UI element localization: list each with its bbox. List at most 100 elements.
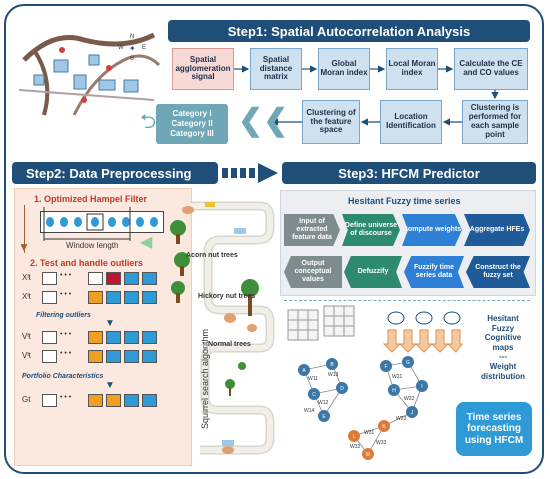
compass-w: W <box>118 45 124 51</box>
hf-construct: Construct the fuzzy set <box>466 256 530 288</box>
svg-text:A: A <box>302 368 306 374</box>
row-x1: Xᴵt • • • <box>22 271 182 287</box>
step2-banner: Step2: Data Preprocessing <box>12 162 218 184</box>
hfcm-label: Hesitant Fuzzy Cognitive maps --- Weight… <box>481 314 525 381</box>
step2-title: Step2: Data Preprocessing <box>26 165 192 181</box>
svg-text:E: E <box>322 414 326 420</box>
svg-text:W12: W12 <box>318 400 329 406</box>
hf-fuzzify: Fuzzify time series data <box>404 256 464 288</box>
hf-aggregate: Aggregate HFEs <box>464 214 530 246</box>
cell <box>142 272 157 285</box>
svg-text:W23: W23 <box>396 416 407 422</box>
svg-text:I: I <box>421 384 422 390</box>
ellipsis: • • • <box>60 272 72 279</box>
category-1: Category I <box>172 109 212 118</box>
filtering-outliers-label: Filtering outliers <box>36 312 91 319</box>
cell <box>124 350 139 363</box>
svg-text:K: K <box>382 424 386 430</box>
hf-title: Hesitant Fuzzy time series <box>348 196 461 206</box>
cell <box>142 350 157 363</box>
compass-s: S <box>130 56 135 62</box>
compass-star-icon: ✦ <box>129 44 136 53</box>
step1-box-ce-co: Calculate the CE and CO values <box>454 48 528 90</box>
outliers-title: 2. Test and handle outliers <box>30 258 143 268</box>
svg-text:D: D <box>340 386 344 392</box>
cell <box>106 350 121 363</box>
step1-box-local-moran: Local Moran index <box>386 48 438 90</box>
cell <box>88 291 103 304</box>
down-arrow-icon: ▼ <box>18 240 30 254</box>
window-bracket <box>24 205 131 253</box>
row-x2: Xᴵt • • • <box>22 290 182 306</box>
svg-text:W22: W22 <box>404 396 415 402</box>
hf-output: Output conceptual values <box>284 256 342 288</box>
svg-text:F: F <box>384 364 387 370</box>
cell <box>124 394 139 407</box>
ellipsis: • • • <box>60 291 72 298</box>
forecast-badge: Time series forecasting using HFCM <box>456 402 532 456</box>
cell <box>142 291 157 304</box>
cell <box>88 350 103 363</box>
row-v1: Vᴵt • • • <box>22 330 182 346</box>
step3-banner: Step3: HFCM Predictor <box>282 162 536 184</box>
hickory-trees-label: Hickory nut trees <box>198 293 256 300</box>
svg-text:H: H <box>392 388 396 394</box>
cell <box>106 394 121 407</box>
svg-text:W13: W13 <box>328 372 339 378</box>
svg-text:J: J <box>411 410 414 416</box>
svg-text:G: G <box>406 360 410 366</box>
cell <box>42 331 57 344</box>
cell <box>106 291 121 304</box>
city-map-illustration <box>18 32 161 116</box>
forecast-label: Time series forecasting using HFCM <box>464 411 524 446</box>
down-arrow-icon: ▼ <box>105 318 115 329</box>
step1-box-clustering-feature-space: Clustering of the feature space <box>302 100 360 144</box>
svg-text:W21: W21 <box>392 374 403 380</box>
compass-n: N <box>130 34 135 40</box>
left-arrow-icon: ◀ <box>140 234 153 251</box>
step1-box-location-identification: Location Identification <box>380 100 442 144</box>
squirrel-search-path <box>170 201 275 455</box>
row-v2-label: Vᴵt <box>22 351 31 360</box>
cell <box>124 272 139 285</box>
cell <box>88 272 103 285</box>
hf-define: Define universe of discourse <box>342 214 400 246</box>
squirrel-algorithm-label: Squirrel search algorithm <box>200 328 210 430</box>
cell <box>106 331 121 344</box>
compass: N W E S ✦ <box>118 34 148 64</box>
row-v1-label: Vᴵt <box>22 332 31 341</box>
ellipsis: • • • <box>60 394 72 401</box>
cell <box>124 331 139 344</box>
svg-text:W33: W33 <box>376 440 387 446</box>
svg-text:W31: W31 <box>364 430 375 436</box>
cell <box>124 291 139 304</box>
cell <box>142 394 157 407</box>
row-v2: Vᴵt • • • <box>22 349 182 365</box>
compass-e: E <box>142 45 147 51</box>
svg-text:M: M <box>366 452 370 458</box>
dashed-arrow-icon <box>222 163 278 183</box>
window-length-label: Window length <box>66 241 119 250</box>
step1-box-distance-matrix: Spatial distance matrix <box>250 48 302 90</box>
hampel-title: 1. Optimized Hampel Filter <box>34 194 148 204</box>
category-3: Category III <box>170 129 214 138</box>
down-arrow-icon: ▼ <box>105 380 115 391</box>
cell <box>42 291 57 304</box>
row-g: Gt • • • <box>22 393 182 409</box>
step1-box-spatial-agglomeration: Spatial agglomeration signal <box>172 48 234 90</box>
cell <box>88 394 103 407</box>
hf-input: Input of extracted feature data <box>284 214 340 246</box>
hf-compute: Compute weights <box>402 214 462 246</box>
cell-outlier <box>106 272 121 285</box>
chevron-left-icon: ❮❮ <box>238 104 289 137</box>
acorn-trees-label: Acorn nut trees <box>186 252 238 259</box>
svg-text:B: B <box>330 362 334 368</box>
category-2: Category II <box>171 119 213 128</box>
hampel-sequence <box>46 213 158 231</box>
portfolio-label: Portfolio Characteristics <box>22 373 104 380</box>
svg-text:W11: W11 <box>308 376 318 382</box>
ellipsis: • • • <box>60 331 72 338</box>
hf-defuzzify: Defuzzify <box>344 256 402 288</box>
cell <box>88 331 103 344</box>
